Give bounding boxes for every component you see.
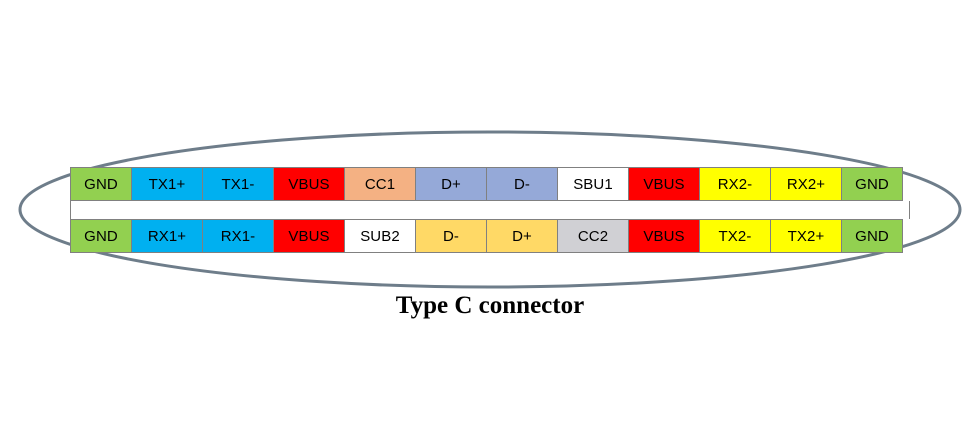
pin-cell-sub2: SUB2 xyxy=(344,219,416,253)
pin-cell-d-: D+ xyxy=(415,167,487,201)
pin-cell-d-: D- xyxy=(415,219,487,253)
pin-cell-rx2-: RX2+ xyxy=(770,167,842,201)
connector-shell-outline xyxy=(18,130,962,289)
pin-cell-gnd: GND xyxy=(841,167,903,201)
pin-cell-vbus: VBUS xyxy=(628,167,700,201)
pin-cell-rx1-: RX1+ xyxy=(131,219,203,253)
pin-cell-tx1-: TX1- xyxy=(202,167,274,201)
tongue-fill xyxy=(71,201,909,219)
pin-cell-vbus: VBUS xyxy=(273,167,345,201)
pin-cell-d-: D- xyxy=(486,167,558,201)
pin-cell-cc2: CC2 xyxy=(557,219,629,253)
pin-cell-gnd: GND xyxy=(841,219,903,253)
pin-cell-vbus: VBUS xyxy=(273,219,345,253)
pin-cell-tx1-: TX1+ xyxy=(131,167,203,201)
pin-cell-vbus: VBUS xyxy=(628,219,700,253)
pin-cell-gnd: GND xyxy=(70,219,132,253)
diagram-caption: Type C connector xyxy=(395,292,585,319)
pin-cell-sbu1: SBU1 xyxy=(557,167,629,201)
pin-cell-rx2-: RX2- xyxy=(699,167,771,201)
pin-cell-cc1: CC1 xyxy=(344,167,416,201)
connector-tongue-gap xyxy=(70,201,910,219)
pin-cell-gnd: GND xyxy=(70,167,132,201)
pin-cell-rx1-: RX1- xyxy=(202,219,274,253)
connector-ellipse xyxy=(18,130,962,289)
pin-cell-tx2-: TX2- xyxy=(699,219,771,253)
pin-cell-tx2-: TX2+ xyxy=(770,219,842,253)
pin-cell-d-: D+ xyxy=(486,219,558,253)
